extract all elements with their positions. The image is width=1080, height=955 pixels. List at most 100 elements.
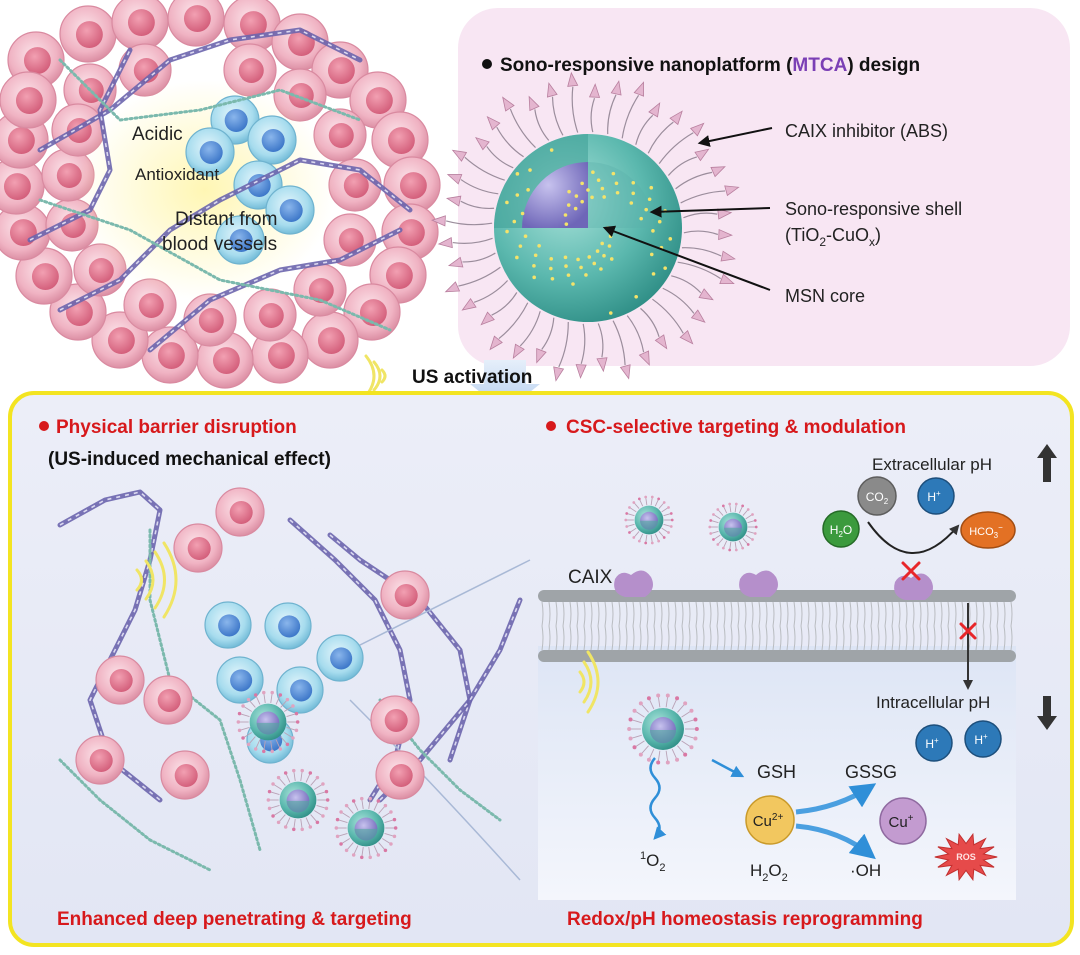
tumor-cell (215, 487, 265, 537)
arrow-caix-inhibitor (697, 127, 773, 147)
nanoparticles-right (624, 495, 758, 552)
tumor-cell (95, 655, 145, 705)
svg-text:ROS: ROS (956, 852, 976, 862)
nanoplatform-design-panel: Sono-responsive nanoplatform (MTCA) desi… (431, 8, 1070, 382)
caix-proteins (614, 570, 933, 600)
hplus-extracellular: H+ (917, 477, 955, 515)
tumor-cell (173, 523, 223, 573)
tumor-cell (375, 750, 425, 800)
tumor-cell (15, 247, 73, 305)
tumor-cell (301, 311, 359, 369)
ecm-fiber (57, 489, 163, 803)
label-singlet-oxygen: 1O2 (640, 850, 665, 874)
cancer-stem-cells-top (185, 95, 315, 265)
bullet-red-right (546, 421, 556, 431)
tumor-cell (380, 570, 430, 620)
design-panel-title: Sono-responsive nanoplatform (MTCA) desi… (500, 55, 920, 76)
label-distant-line1: Distant from (175, 209, 277, 230)
ros-burst-icon: ROS (934, 832, 998, 882)
msn-core (522, 162, 588, 228)
tumor-cell (160, 750, 210, 800)
nanoparticle (236, 690, 300, 754)
label-acidic: Acidic (132, 124, 183, 145)
label-intracellular-ph: Intracellular pH (876, 693, 990, 712)
tumor-cell (123, 278, 177, 332)
tumor-cell (293, 263, 347, 317)
caix-protein-1 (614, 570, 653, 597)
bullet-red-left (39, 421, 49, 431)
arrow-up-extracellular (1037, 444, 1057, 482)
ecm-beads (58, 758, 212, 872)
label-shell-line1: Sono-responsive shell (785, 199, 962, 219)
co2-molecule: CO2 (857, 476, 897, 516)
physical-barrier-section: Physical barrier disruption (US-induced … (39, 417, 531, 930)
left-section-footer: Enhanced deep penetrating & targeting (57, 909, 412, 930)
arrow-core (602, 225, 771, 291)
svg-text:Cu2+: Cu2+ (753, 812, 784, 830)
ecm-beads (148, 528, 262, 852)
caix-protein-3 (894, 573, 933, 600)
tumor-cell (183, 293, 237, 347)
tumor-cell (381, 203, 439, 261)
label-distant-line2: blood vessels (162, 234, 277, 255)
right-section-title: CSC-selective targeting & modulation (566, 417, 906, 438)
csc-targeting-section: CSC-selective targeting & modulation CAI… (538, 417, 1057, 930)
bullet-dot (482, 59, 492, 69)
ecm-fiber (57, 157, 413, 313)
svg-text:HCO3−: HCO3− (969, 523, 1003, 540)
tumor-cell (0, 71, 57, 129)
label-shell-line2: (TiO2-CuOx) (785, 225, 881, 249)
arrow-gsh-oxidation (795, 783, 877, 815)
bicarbonate-molecule: HCO3− (960, 511, 1016, 549)
tumor-cell (328, 158, 382, 212)
cu1-ion: Cu+ (879, 797, 927, 845)
label-gssg: GSSG (845, 762, 897, 782)
stem-cell (185, 127, 235, 177)
mtca-nanoparticle (494, 134, 682, 322)
us-activation: US activation (364, 354, 540, 412)
tumor-cell (141, 326, 199, 384)
tumor-cells (0, 0, 441, 389)
nanoparticles-penetrating (236, 690, 398, 860)
svg-text:H2O: H2O (830, 523, 852, 539)
tumor-cell (143, 675, 193, 725)
tumor-cell (111, 0, 169, 51)
ultrasound-wave-icon-right (578, 650, 600, 714)
tumor-cell (371, 111, 429, 169)
nanoparticle (708, 502, 758, 552)
label-h2o2: H2O2 (750, 861, 788, 884)
arrow-down-intracellular (1037, 696, 1057, 730)
inhibition-x-membrane (959, 622, 977, 640)
label-extracellular-ph: Extracellular pH (872, 455, 992, 474)
mechanism-frame: Physical barrier disruption (US-induced … (8, 391, 1074, 947)
tumor-cell (0, 203, 51, 261)
ecm-fiber (327, 532, 473, 763)
activation-arrow (470, 360, 540, 412)
nanoparticle (627, 693, 699, 765)
tumor-cell (0, 157, 45, 215)
us-activation-label: US activation (412, 367, 532, 388)
stem-cell (276, 666, 324, 714)
nanoparticle (266, 768, 330, 832)
tumor-cell (370, 695, 420, 745)
ecm-beads (38, 198, 392, 332)
stem-cell (204, 601, 252, 649)
svg-text:H+: H+ (927, 489, 941, 504)
ecm-beads (58, 58, 362, 122)
arrow-fenton (795, 823, 876, 860)
left-section-title: Physical barrier disruption (56, 417, 297, 438)
caix-protein-2 (739, 570, 778, 597)
tumor-cell (75, 735, 125, 785)
ecm-fibers-top (27, 27, 413, 353)
arrow-co2-conversion (867, 521, 960, 554)
stem-cell (316, 634, 364, 682)
abs-ligands (431, 71, 740, 382)
stem-cell (264, 602, 312, 650)
svg-text:Cu+: Cu+ (888, 813, 913, 831)
ecm-fiber (37, 27, 363, 153)
stem-cell (265, 185, 315, 235)
tumor-microenvironment: Acidic Antioxidant Distant from blood ve… (0, 0, 441, 389)
right-section-footer: Redox/pH homeostasis reprogramming (567, 909, 923, 930)
cuox-dots (505, 148, 673, 315)
